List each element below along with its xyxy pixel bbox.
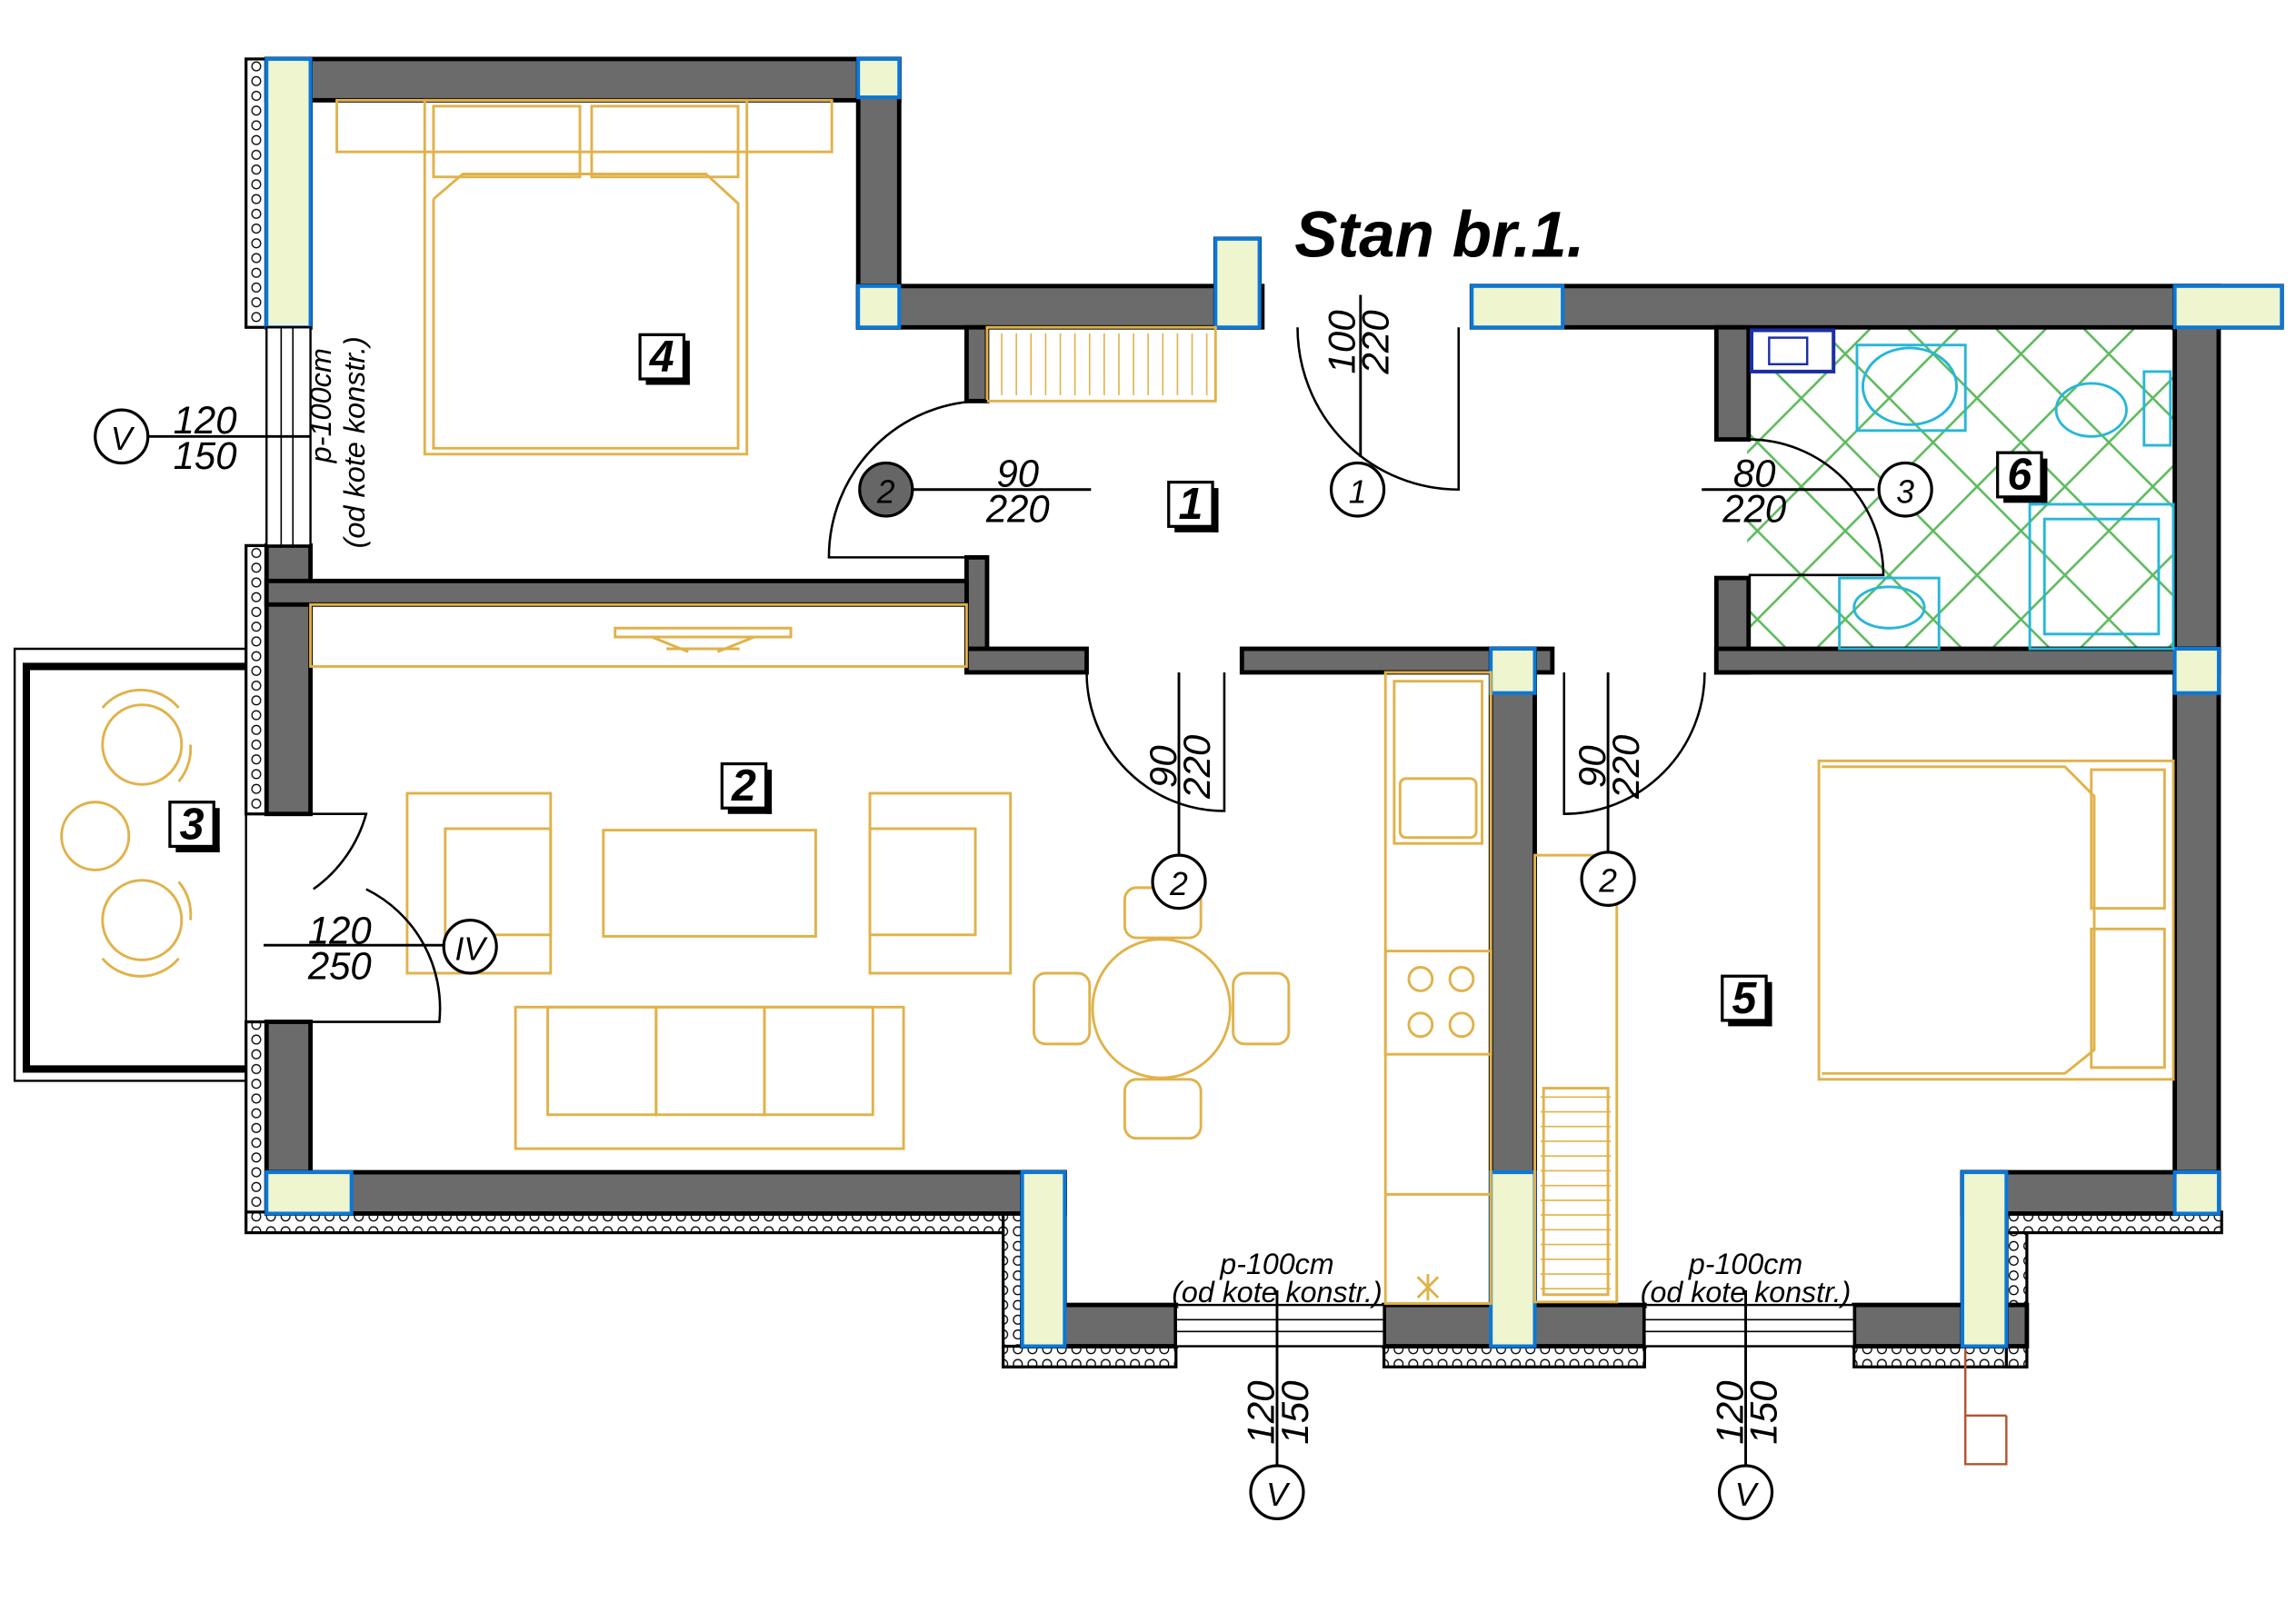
svg-text:220: 220 [1604, 734, 1647, 800]
svg-text:100: 100 [1320, 310, 1363, 374]
svg-text:2: 2 [876, 473, 895, 510]
svg-text:90: 90 [996, 452, 1039, 494]
bathroom-fixtures [1749, 328, 2175, 651]
svg-text:120: 120 [308, 909, 372, 951]
svg-text:4: 4 [649, 333, 674, 382]
svg-text:1: 1 [1178, 480, 1203, 529]
window-tag-bedroom4: V 120 150 p-100cm (od kote konstr.) [94, 336, 371, 548]
svg-text:220: 220 [1722, 487, 1786, 530]
svg-text:2: 2 [1169, 866, 1188, 902]
svg-text:V: V [1266, 1477, 1291, 1513]
svg-text:150: 150 [174, 434, 237, 477]
svg-text:120: 120 [174, 399, 237, 442]
room-label-2: 2 [720, 761, 773, 814]
door-swings [310, 327, 1885, 1023]
plan-title: Stan br.1. [1294, 199, 1584, 271]
svg-text:p-100cm: p-100cm [304, 348, 337, 463]
svg-text:90: 90 [1571, 745, 1613, 789]
room-label-6: 6 [1996, 451, 2048, 503]
door-tag-bedroom5: 2 90 220 [1571, 734, 1647, 907]
svg-text:3: 3 [1896, 473, 1914, 510]
svg-text:220: 220 [1175, 734, 1218, 800]
svg-text:p-100cm: p-100cm [1688, 1248, 1802, 1280]
room-label-1: 1 [1167, 480, 1219, 532]
svg-text:V: V [111, 421, 135, 457]
room-label-4: 4 [638, 333, 690, 385]
svg-text:(od kote konstr.): (od kote konstr.) [1172, 1276, 1383, 1309]
door-tag-bathroom: 3 80 220 [1722, 452, 1933, 530]
svg-text:90: 90 [1142, 745, 1184, 789]
stair-marker [1964, 1348, 2008, 1466]
svg-text:V: V [1735, 1477, 1760, 1513]
svg-text:120: 120 [1240, 1380, 1283, 1445]
svg-text:p-100cm: p-100cm [1219, 1248, 1333, 1280]
room-label-5: 5 [1721, 974, 1772, 1027]
wardrobe-slats [1001, 333, 1612, 1290]
door-tag-balcony: IV 120 250 [307, 909, 498, 988]
svg-text:3: 3 [180, 800, 205, 849]
window-tag-bedroom5: V 120 150 p-100cm (od kote konstr.) [1641, 1248, 1852, 1521]
svg-text:80: 80 [1733, 452, 1776, 494]
window-tag-kitchen: V 120 150 p-100cm (od kote konstr.) [1172, 1248, 1383, 1521]
svg-text:1: 1 [1349, 473, 1367, 510]
door-tag-living: 2 90 220 [1142, 734, 1218, 911]
insulation-blocks [265, 56, 2284, 1348]
svg-text:(od kote konstr.): (od kote konstr.) [338, 336, 371, 548]
svg-text:120: 120 [1708, 1380, 1751, 1445]
svg-text:IV: IV [454, 930, 488, 967]
exterior-insulation [245, 57, 2223, 1368]
furniture [60, 98, 2175, 1305]
svg-text:220: 220 [1354, 310, 1397, 375]
svg-text:5: 5 [1732, 974, 1757, 1023]
svg-text:(od kote konstr.): (od kote konstr.) [1641, 1276, 1852, 1309]
annotation-leaders [146, 294, 1875, 1466]
door-tag-entrance: 1 100 220 [1320, 310, 1397, 518]
svg-text:150: 150 [1273, 1380, 1316, 1445]
svg-text:250: 250 [307, 944, 372, 987]
svg-text:150: 150 [1742, 1380, 1785, 1445]
svg-text:2: 2 [1598, 863, 1617, 900]
svg-text:6: 6 [2007, 451, 2032, 500]
room-label-3: 3 [168, 800, 220, 852]
walls [264, 56, 2284, 1348]
door-tag-hall-bedroom4: 2 90 220 [858, 452, 1050, 530]
balcony [13, 647, 247, 1082]
svg-text:220: 220 [985, 487, 1050, 530]
svg-text:2: 2 [731, 761, 756, 811]
